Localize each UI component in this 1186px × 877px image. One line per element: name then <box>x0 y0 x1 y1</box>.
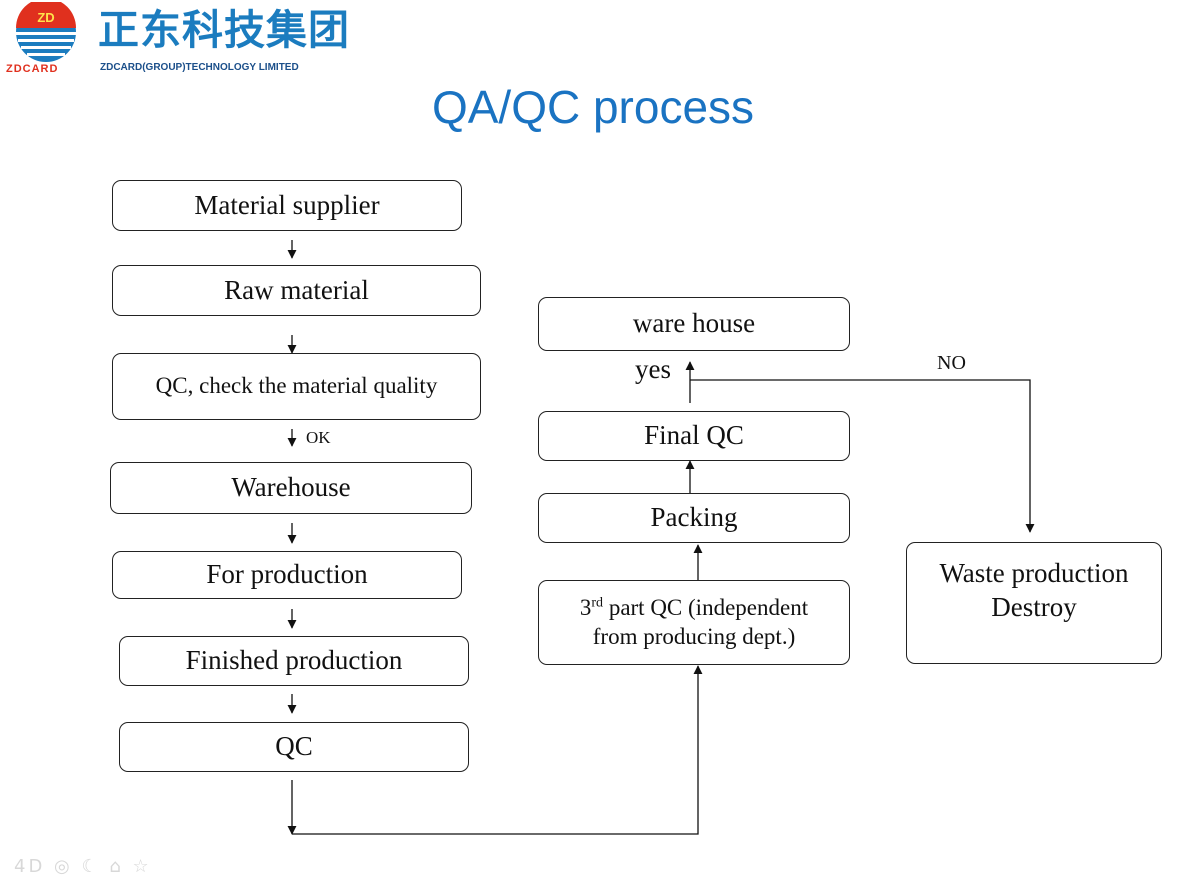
connector-no-to-waste <box>690 379 1035 533</box>
yes-label: yes <box>635 354 671 384</box>
box-third-party-qc: 3rd part QC (independent from producing … <box>538 580 850 665</box>
footer-watermark: 4D ◎ ☾ ⌂ ☆ <box>14 856 152 877</box>
logo-mark: ZD <box>37 10 54 25</box>
third-party-qc-superscript: rd <box>591 595 604 611</box>
third-party-qc-line1-text: part QC (independent <box>603 594 809 620</box>
final-qc-label: Final QC <box>644 420 744 451</box>
ok-label: OK <box>306 428 331 447</box>
page-title: QA/QC process <box>431 81 755 133</box>
box-qc: QC <box>119 722 469 772</box>
qc-label: QC <box>275 731 313 762</box>
ware-house-label: ware house <box>632 308 756 339</box>
finished-production-label: Finished production <box>185 645 403 676</box>
raw-material-label: Raw material <box>224 274 369 305</box>
connector-qc-to-third-party <box>292 665 703 835</box>
box-packing: Packing <box>538 493 850 543</box>
box-raw-material: Raw material <box>112 265 481 316</box>
box-ware-house: ware house <box>538 297 850 351</box>
material-supplier-label: Material supplier <box>194 189 380 220</box>
company-name-en: ZDCARD(GROUP)TECHNOLOGY LIMITED <box>100 62 299 73</box>
for-production-label: For production <box>206 559 368 590</box>
no-label: NO <box>937 352 966 374</box>
third-party-qc-line2: from producing dept.) <box>592 623 796 649</box>
company-name-cn: 正东科技集团 <box>98 6 350 54</box>
box-material-supplier: Material supplier <box>112 180 462 231</box>
third-party-qc-ordinal: 3 <box>579 594 592 620</box>
zdcard-logo-icon: ZD <box>16 2 76 62</box>
box-waste-production: Waste production Destroy <box>906 542 1162 664</box>
box-finished-production: Finished production <box>119 636 469 686</box>
box-qc-check: QC, check the material quality <box>112 353 481 420</box>
box-final-qc: Final QC <box>538 411 850 461</box>
packing-label: Packing <box>650 502 738 533</box>
logo-tag: ZDCARD <box>6 63 59 75</box>
waste-line1: Waste production <box>939 558 1129 588</box>
qc-check-label: QC, check the material quality <box>155 373 438 399</box>
box-warehouse: Warehouse <box>110 462 472 514</box>
third-party-qc-line1: 3rd part QC (independent <box>580 594 808 623</box>
waste-line2: Destroy <box>991 591 1077 622</box>
box-for-production: For production <box>112 551 462 599</box>
warehouse-label: Warehouse <box>231 472 351 503</box>
company-logo: ZD ZDCARD 正东科技集团 ZDCARD(GROUP)TECHNOLOGY… <box>0 0 420 80</box>
